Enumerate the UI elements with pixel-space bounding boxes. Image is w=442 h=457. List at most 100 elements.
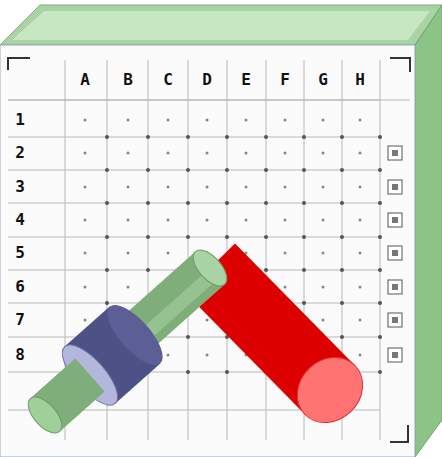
- grid-node: [302, 235, 306, 239]
- well-dot: [359, 354, 362, 357]
- grid-node: [264, 370, 268, 374]
- green-cylinder-front: [30, 359, 104, 432]
- column-label: B: [123, 72, 133, 88]
- grid-node: [105, 335, 109, 339]
- grid-node: [146, 235, 150, 239]
- grid-node: [105, 268, 109, 272]
- well-dot: [322, 319, 325, 322]
- side-icon: [388, 280, 402, 294]
- well-dot: [206, 252, 209, 255]
- column-label: A: [80, 72, 90, 88]
- grid-node: [378, 335, 382, 339]
- side-icon: [388, 180, 402, 194]
- grid-node: [340, 168, 344, 172]
- well-dot: [167, 286, 170, 289]
- side-icon: [388, 146, 402, 160]
- well-dot: [127, 252, 130, 255]
- red-cylinder-end: [284, 344, 376, 436]
- well-dot: [127, 286, 130, 289]
- grid-node: [378, 168, 382, 172]
- grid-node: [186, 268, 190, 272]
- grid-node: [302, 168, 306, 172]
- blue-collar: [65, 307, 161, 404]
- grid-line: [342, 60, 343, 440]
- red-cylinder: [185, 244, 355, 415]
- well-dot: [322, 152, 325, 155]
- well-dot: [359, 319, 362, 322]
- side-icon: [388, 348, 402, 362]
- grid-node: [264, 168, 268, 172]
- grid-node: [186, 235, 190, 239]
- row-label: 5: [15, 245, 25, 261]
- well-dot: [359, 286, 362, 289]
- grid-node: [264, 135, 268, 139]
- well-dot: [127, 354, 130, 357]
- grid-node: [225, 268, 229, 272]
- well-dot: [127, 219, 130, 222]
- well-dot: [127, 119, 130, 122]
- green-highlight: [45, 268, 219, 425]
- column-label: G: [318, 72, 328, 88]
- row-label: 6: [15, 279, 25, 295]
- row-label: 1: [15, 112, 25, 128]
- grid-node: [264, 268, 268, 272]
- well-dot: [284, 286, 287, 289]
- well-dot: [206, 186, 209, 189]
- well-dot: [84, 252, 87, 255]
- grid-line: [107, 60, 108, 440]
- well-dot: [359, 152, 362, 155]
- panel-top-inner: [12, 11, 430, 40]
- row-label: 3: [15, 179, 25, 195]
- well-dot: [84, 152, 87, 155]
- panel-side: [415, 5, 442, 457]
- side-icon-mark: [392, 150, 398, 156]
- grid-node: [340, 301, 344, 305]
- grid-node: [146, 168, 150, 172]
- grid-line: [8, 203, 380, 204]
- well-dot: [167, 354, 170, 357]
- column-label: H: [355, 72, 365, 88]
- grid-line: [148, 60, 149, 440]
- grid-line: [8, 100, 410, 101]
- well-dot: [245, 354, 248, 357]
- column-label: E: [241, 72, 251, 88]
- grid-line: [8, 137, 380, 138]
- well-dot: [84, 354, 87, 357]
- grid-node: [264, 235, 268, 239]
- side-icon-mark: [392, 352, 398, 358]
- well-dot: [284, 252, 287, 255]
- well-dot: [127, 152, 130, 155]
- grid-line: [227, 60, 228, 440]
- grid-line: [8, 270, 380, 271]
- row-label: 4: [15, 212, 25, 228]
- well-dot: [322, 219, 325, 222]
- grid-node: [146, 370, 150, 374]
- well-dot: [284, 319, 287, 322]
- well-dot: [359, 119, 362, 122]
- grid-line: [380, 60, 381, 440]
- column-label: F: [280, 72, 290, 88]
- side-icon-mark: [392, 317, 398, 323]
- grid-line: [8, 337, 380, 338]
- column-label: C: [163, 72, 173, 88]
- well-dot: [84, 219, 87, 222]
- corner-bracket: [390, 425, 408, 442]
- grid-node: [340, 201, 344, 205]
- well-dot: [206, 119, 209, 122]
- well-dot: [322, 354, 325, 357]
- well-dot: [322, 186, 325, 189]
- grid-line: [266, 60, 267, 440]
- grid-node: [105, 235, 109, 239]
- panel-top: [0, 5, 442, 45]
- well-dot: [284, 119, 287, 122]
- grid-line: [188, 60, 189, 440]
- grid-node: [186, 168, 190, 172]
- grid-node: [146, 335, 150, 339]
- blue-collar-face: [54, 337, 127, 414]
- well-dot: [167, 252, 170, 255]
- grid-line: [65, 60, 66, 440]
- side-icon-mark: [392, 250, 398, 256]
- grid-node: [340, 268, 344, 272]
